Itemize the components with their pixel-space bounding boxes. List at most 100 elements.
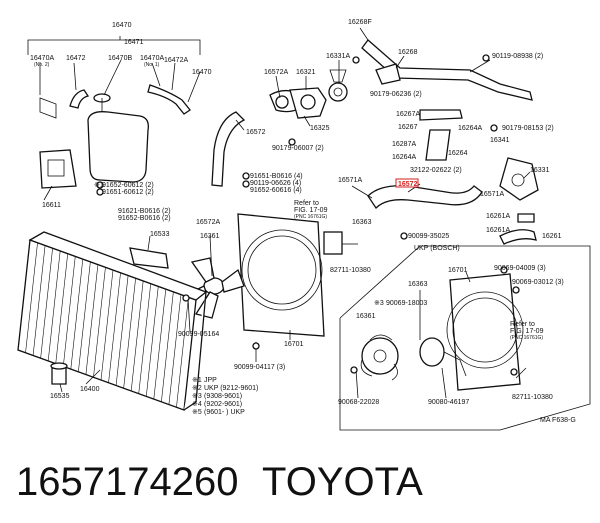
label-16361-inset: 16361 (356, 313, 376, 320)
legend-4-text: (9202-9601) (204, 401, 242, 408)
upper-hose-16572 (211, 89, 301, 187)
radiator-fin (55, 253, 69, 364)
mark-1-bolts: ※1 (94, 182, 104, 189)
radiator-fin (25, 242, 38, 353)
radiator-fins (17, 239, 189, 408)
label-16261A-top: 16261A (486, 213, 510, 220)
label-16267A: 16267A (396, 111, 420, 118)
support-16533 (129, 247, 169, 269)
radiator-fin (100, 269, 114, 381)
ukp-bosch-label: UKP (BOSCH) (414, 245, 460, 252)
label-16470A-no1: 16470A (140, 55, 164, 62)
fan-motor-right (419, 337, 467, 377)
label-16470-right: 16470 (192, 69, 212, 76)
lower-hose-16572-highlighted (367, 185, 483, 210)
label-16572A-lower: 16572A (196, 219, 220, 226)
label-90179-06236: 90179-06236 (2) (370, 91, 422, 98)
label-16470A-no2-note: (No. 2) (34, 62, 50, 68)
fan-right (360, 334, 399, 381)
fan-left (183, 257, 245, 319)
radiator-fin (93, 267, 106, 378)
label-91652-60616: 91652-60616 (4) (250, 187, 302, 194)
legend-3-mark: ※3 (192, 393, 202, 400)
label-90068-22028: 90068-22028 (338, 399, 379, 406)
label-ma-f638-g: MA F638-G (540, 417, 576, 424)
refer-note-b-line1: Refer to (510, 321, 535, 328)
label-91621-B0616: 91621-B0616 (2) (118, 208, 171, 215)
label-91652-B0616: 91652-B0616 (2) (118, 215, 171, 222)
drain-cock-16535 (50, 362, 68, 385)
legend-3-text: (9308-9601) (204, 393, 242, 400)
label-16571A-top: 16571A (338, 177, 362, 184)
label-16261A-bottom: 16261A (486, 227, 510, 234)
label-32122-02622: 32122-02622 (2) (410, 167, 462, 174)
legend-5-mark: ※5 (192, 409, 202, 416)
label-16571A-right: 16571A (480, 191, 504, 198)
radiator-fin (138, 283, 152, 394)
radiator-fin (115, 275, 129, 386)
radiator-fin (70, 259, 84, 370)
bracket-16611 (39, 149, 77, 189)
label-16472: 16472 (66, 55, 86, 62)
water-outlet-16331 (499, 157, 539, 201)
label-16572A-top: 16572A (264, 69, 288, 76)
label-16400: 16400 (80, 386, 100, 393)
label-16267: 16267 (398, 124, 418, 131)
legend-2-mark: ※2 (192, 385, 202, 392)
label-16611: 16611 (42, 202, 61, 209)
label-16264A: 16264A (458, 125, 482, 132)
label-90069-18003: 90069-18003 (386, 300, 427, 307)
hose-16261 (499, 213, 537, 245)
radiator-fin (108, 272, 121, 383)
reservoir-bracket-lines (27, 39, 201, 55)
label-16287A: 16287A (392, 141, 416, 148)
radiator-fin (123, 278, 136, 389)
legend-1-text: JPP (204, 377, 217, 384)
radiator-fin (85, 264, 99, 375)
brand-name: TOYOTA (262, 460, 423, 504)
label-90119-08938: 90119-08938 (2) (492, 53, 543, 60)
label-16264A-lower: 16264A (392, 154, 416, 161)
radiator-fin (153, 289, 167, 400)
label-16363-left: 16363 (352, 219, 372, 226)
label-90099-05164: 90099-05164 (178, 331, 219, 338)
label-90069-03012: 90069-03012 (3) (512, 279, 564, 286)
label-16572-highlighted[interactable]: 16572 (398, 181, 418, 188)
fan-shroud-right (446, 273, 524, 391)
highlight-box (395, 178, 419, 188)
radiator-fin (176, 297, 189, 408)
label-90069-04009: 90069-04009 (3) (494, 265, 546, 272)
legend-5-text: (9601- ) UKP (204, 409, 245, 416)
radiator-fin (145, 286, 159, 397)
water-pipe-16268 (361, 39, 533, 161)
refer-note-b-line2: FIG. 17-09 (510, 328, 544, 335)
label-16331: 16331 (530, 167, 550, 174)
refer-note-a-line1: Refer to (294, 200, 319, 207)
label-90119-06626: 90119-06626 (4) (250, 180, 301, 187)
water-inlet-16321 (289, 87, 327, 119)
label-16268F: 16268F (348, 19, 372, 26)
radiator-fin (47, 250, 61, 361)
label-90099-04117: 90099-04117 (3) (234, 364, 285, 371)
radiator-fin (78, 261, 91, 372)
refer-note-a-line3: (PNC 16761G) (294, 214, 327, 220)
label-16361-left: 16361 (200, 233, 220, 240)
label-91651-B0616: 91651-B0616 (4) (250, 173, 303, 180)
label-16321: 16321 (296, 69, 316, 76)
label-16470B: 16470B (108, 55, 132, 62)
label-91651-60612: 91651-60612 (2) (102, 189, 154, 196)
label-16264: 16264 (448, 150, 468, 157)
label-16470A-no2: 16470A (30, 55, 54, 62)
mark-3: ※3 (374, 300, 384, 307)
label-16701-inset: 16701 (448, 267, 468, 274)
label-16701-left: 16701 (284, 341, 304, 348)
thermostat-16331A (328, 69, 348, 102)
label-16331A: 16331A (326, 53, 350, 60)
legend-4-mark: ※4 (192, 401, 202, 408)
reservoir-tank (39, 84, 191, 183)
label-16363-inset: 16363 (408, 281, 428, 288)
radiator-fin (168, 294, 182, 405)
part-labels: 16470 16471 16470A (No. 2) 16472 16470B … (30, 19, 576, 424)
label-90179-06007: 90179-06007 (2) (272, 145, 324, 152)
